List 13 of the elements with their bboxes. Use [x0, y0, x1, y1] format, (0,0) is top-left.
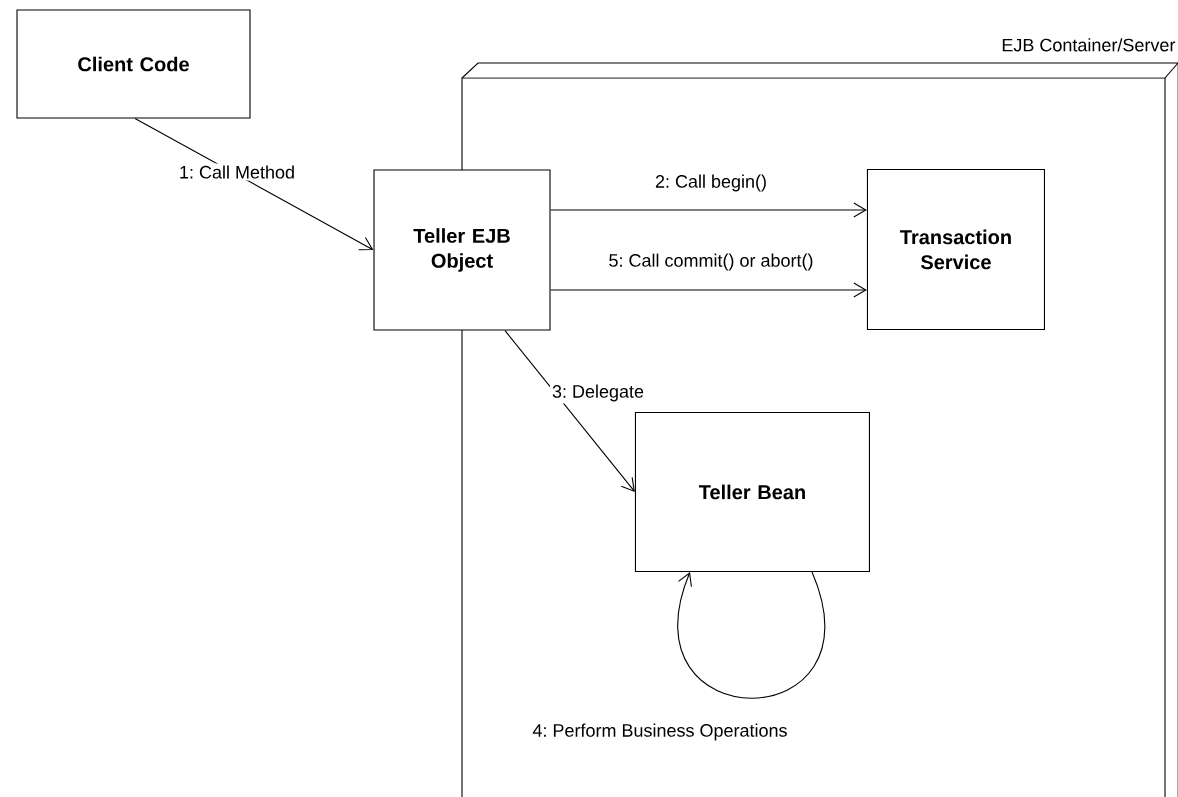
arrow [550, 282, 867, 298]
edge-label: 2: Call begin() [653, 172, 770, 194]
component-box: Transaction Service [866, 168, 1045, 330]
arrow [550, 202, 867, 218]
component-box: Teller EJB Object [373, 169, 551, 331]
edge-label: 1: Call Method [177, 163, 298, 181]
arrow [504, 330, 635, 492]
edge-label: 3: Delegate [549, 382, 647, 404]
edge-label: 5: Call commit() or abort() [606, 251, 816, 273]
edge-label: 4: Perform Business Operations [530, 721, 790, 743]
arrow [677, 571, 825, 699]
component-box: Client Code [16, 9, 251, 119]
component-box: Teller Bean [634, 411, 870, 572]
